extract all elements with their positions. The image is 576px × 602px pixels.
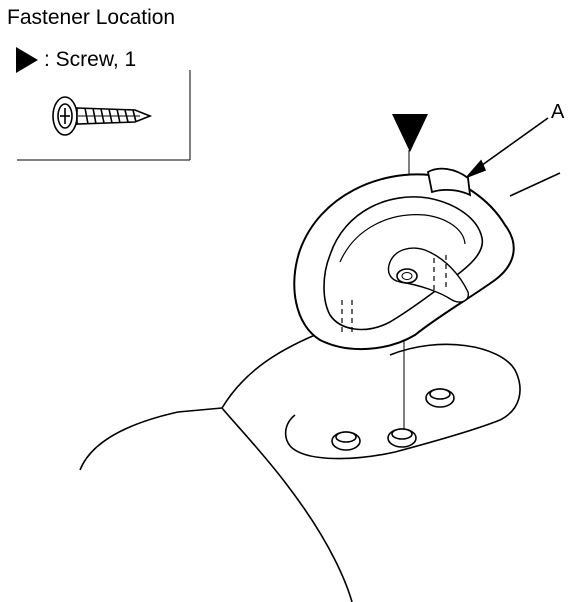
mounting-hole-right	[425, 388, 455, 408]
body-panel	[79, 172, 561, 602]
diagram-title: Fastener Location	[7, 6, 176, 29]
mounting-hole-left	[331, 431, 361, 451]
triangle-pointer-icon	[392, 114, 428, 152]
hidden-pin-lines	[341, 255, 447, 336]
mounting-hole-center	[387, 428, 417, 448]
legend-box-border	[17, 70, 191, 161]
triangle-marker-icon	[16, 47, 38, 73]
grab-handle	[293, 167, 515, 350]
legend-row: : Screw, 1	[16, 47, 136, 73]
callout-leader-line	[466, 117, 549, 178]
mounting-holes	[331, 388, 455, 451]
screw-icon	[52, 96, 153, 136]
legend-label: : Screw, 1	[44, 48, 137, 71]
callout-label-a: A	[551, 101, 565, 123]
